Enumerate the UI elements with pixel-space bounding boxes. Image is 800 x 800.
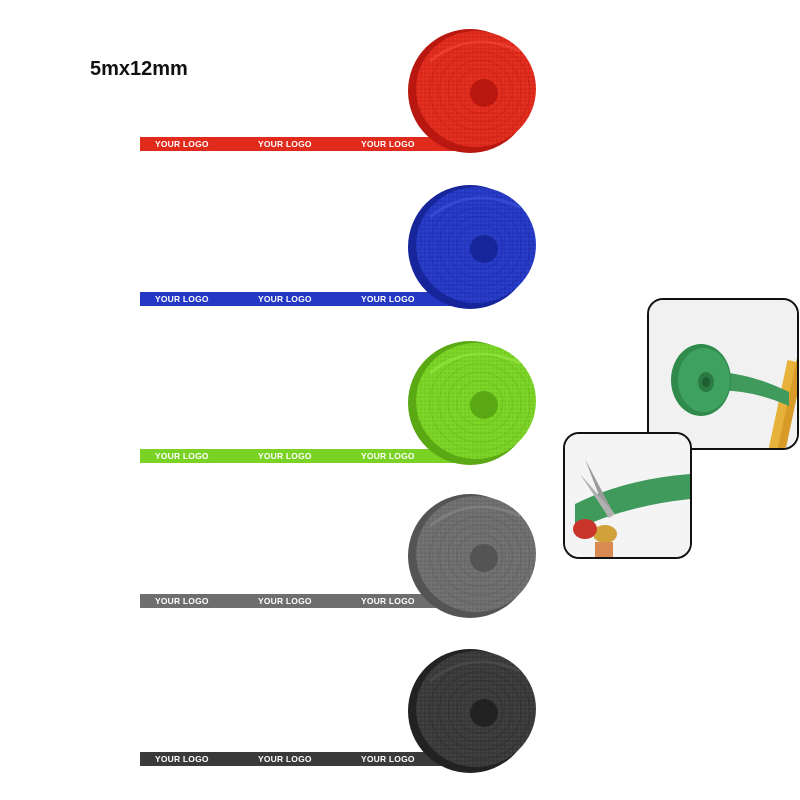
strap-logo-text: YOUR LOGO — [155, 596, 209, 606]
roll-core-red — [470, 79, 498, 107]
strap-logo-text: YOUR LOGO — [361, 139, 415, 149]
strap-logo-text: YOUR LOGO — [155, 139, 209, 149]
roll-core-gray — [470, 544, 498, 572]
roll-face-black — [416, 651, 536, 767]
strap-logo-text: YOUR LOGO — [361, 754, 415, 764]
roll-core-black — [470, 699, 498, 727]
roll-side-red — [408, 29, 532, 153]
strap-logo-text: YOUR LOGO — [258, 294, 312, 304]
strap-logo-text: YOUR LOGO — [258, 451, 312, 461]
tape-roll-red — [140, 29, 536, 153]
roll-face-blue — [416, 187, 536, 303]
roll-side-black — [408, 649, 532, 773]
roll-side-lime-green — [408, 341, 532, 465]
roll-core-lime-green — [470, 391, 498, 419]
tape-roll-blue — [140, 185, 536, 309]
inset-scissors-cutting-photo — [563, 432, 692, 559]
inset-green-roll-photo — [647, 298, 799, 450]
strap-logo-text: YOUR LOGO — [361, 451, 415, 461]
strap-logo-text: YOUR LOGO — [258, 754, 312, 764]
roll-face-red — [416, 31, 536, 147]
strap-logo-text: YOUR LOGO — [258, 596, 312, 606]
strap-logo-text: YOUR LOGO — [361, 294, 415, 304]
roll-side-gray — [408, 494, 532, 618]
strap-logo-text: YOUR LOGO — [258, 139, 312, 149]
roll-core-blue — [470, 235, 498, 263]
tape-roll-lime-green — [140, 341, 536, 465]
size-label: 5mx12mm — [90, 58, 188, 80]
strap-logo-text: YOUR LOGO — [361, 596, 415, 606]
roll-face-gray — [416, 496, 536, 612]
roll-face-lime-green — [416, 343, 536, 459]
strap-logo-text: YOUR LOGO — [155, 754, 209, 764]
strap-logo-text: YOUR LOGO — [155, 294, 209, 304]
strap-logo-text: YOUR LOGO — [155, 451, 209, 461]
roll-side-blue — [408, 185, 532, 309]
